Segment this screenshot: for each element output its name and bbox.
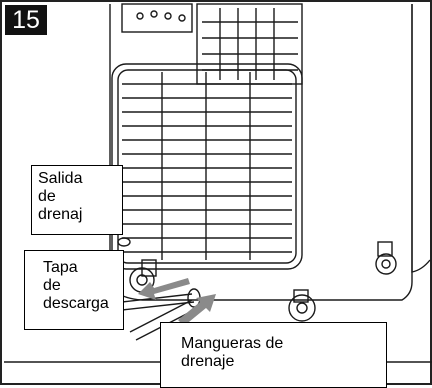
control-button	[150, 10, 158, 18]
caster-rear-right	[375, 241, 397, 275]
drain-outlet	[117, 237, 131, 247]
caster-front-left	[129, 259, 157, 293]
callout-line: de	[43, 277, 61, 294]
drain-outlet-callout: Salida de drenaj	[31, 165, 123, 235]
drain-hose-upper	[121, 293, 195, 311]
callout-line: Salida	[38, 170, 83, 187]
callout-line: de	[38, 188, 56, 205]
step-number-badge: 15	[5, 5, 47, 35]
discharge-cap-callout: Tapa de descarga	[24, 250, 124, 330]
callout-line: Tapa	[43, 259, 78, 276]
callout-line: drenaje	[181, 353, 235, 370]
intake-grille-slats	[122, 72, 292, 260]
intake-grille-inner	[117, 69, 297, 264]
control-button	[164, 12, 172, 20]
arrow-left	[138, 278, 190, 300]
control-button	[136, 12, 144, 20]
arrow-up-right	[178, 294, 216, 326]
unit-body	[109, 4, 413, 301]
drain-hoses-callout: Mangueras de drenaje	[160, 322, 387, 388]
unit-side-edge	[411, 4, 431, 273]
control-button	[178, 14, 186, 22]
top-grille-slats	[202, 8, 298, 80]
callout-line: drenaj	[38, 206, 83, 223]
control-panel	[121, 3, 193, 33]
callout-line: Mangueras de	[181, 335, 284, 352]
caster-front-right	[288, 289, 316, 322]
callout-line: descarga	[43, 295, 109, 312]
